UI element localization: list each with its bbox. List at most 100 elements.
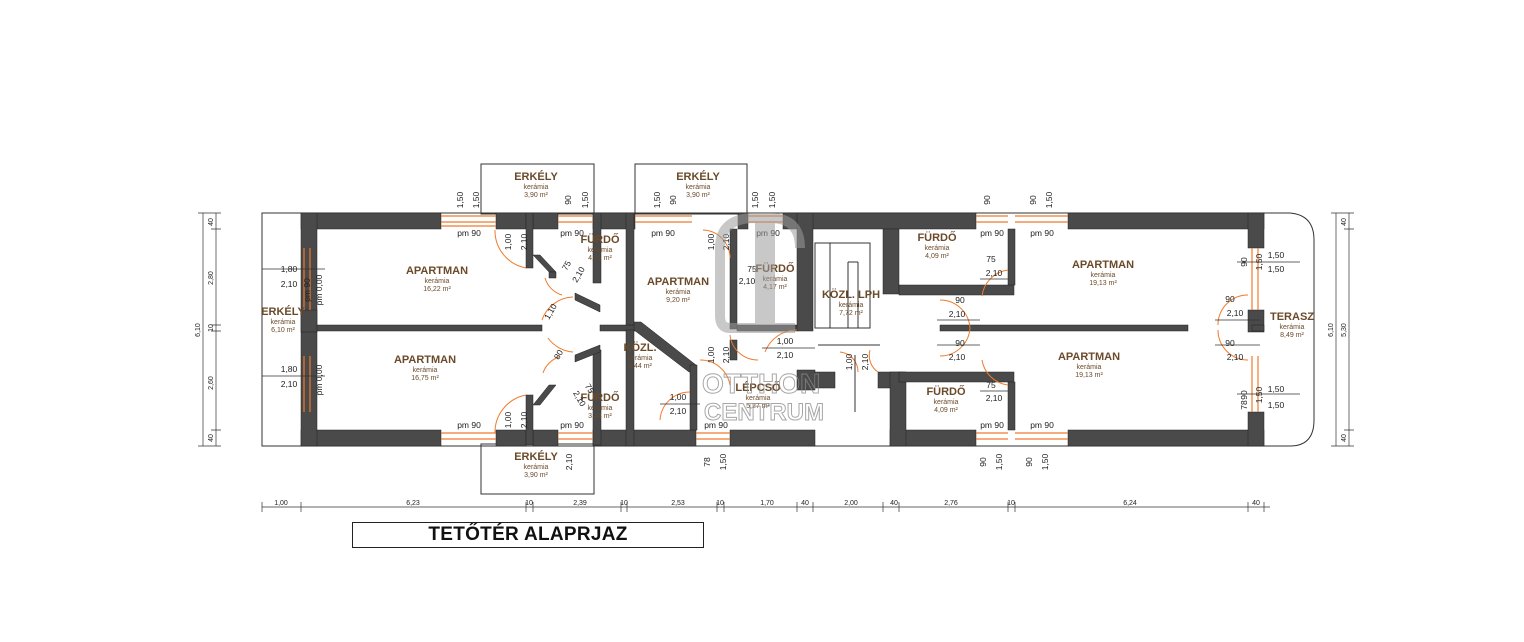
measure-label: 1,00 [503, 233, 513, 250]
dimension-lines [198, 212, 1354, 512]
room-name: FÜRDŐ [755, 262, 795, 275]
room-area: 7,72 m² [839, 310, 863, 317]
room-area: 3,90 m² [524, 192, 548, 199]
measure-label: 2,10 [670, 406, 687, 416]
dimension-right-total: 6,10 [1328, 323, 1335, 337]
measure-label: 2,10 [986, 393, 1003, 403]
room-area: 16,22 m² [423, 286, 451, 293]
measure-label: 90 [1239, 257, 1249, 267]
measure-label: 1,50 [718, 453, 728, 470]
building-outline [261, 212, 1315, 447]
measure-label: 90 [1225, 294, 1235, 304]
room-area: 3,90 m² [686, 192, 710, 199]
room-floor: kerámia [425, 278, 450, 285]
dimension-right: 5,30 [1341, 323, 1348, 337]
dimension-bottom: 2,53 [671, 500, 685, 507]
measure-label: pm 0,00 [314, 364, 324, 395]
room-name: FÜRDŐ [580, 391, 620, 404]
room-area: 5,27 m² [746, 403, 770, 410]
dimension-left-total: 6,10 [195, 323, 202, 337]
measure-label: 90 [1024, 457, 1034, 467]
measure-label: pm 90 [651, 228, 675, 238]
measure-label: pm 90 [457, 420, 481, 430]
measure-label: pm 90 [560, 228, 584, 238]
room-area: 4,44 m² [628, 363, 652, 370]
measure-label: 1,50 [1254, 253, 1264, 270]
room-area: 4,01 m² [588, 255, 612, 262]
dimension-left: 40 [208, 218, 215, 226]
room-floor: kerámia [934, 399, 959, 406]
measure-label: 90 [955, 338, 965, 348]
room-name: ERKÉLY [514, 170, 558, 183]
measure-label: pm 90 [1030, 420, 1054, 430]
room-floor: kerámia [413, 367, 438, 374]
room-floor: kerámia [524, 184, 549, 191]
measure-label: pm 90 [560, 420, 584, 430]
measure-label: 90 [955, 295, 965, 305]
room-name: FÜRDŐ [926, 385, 966, 398]
measure-label: 1,00 [844, 353, 854, 370]
room-area: 4,09 m² [925, 253, 949, 260]
measure-label: 2,10 [1227, 352, 1244, 362]
measure-label: 1,50 [767, 191, 777, 208]
measure-label: 2,10 [739, 276, 756, 286]
measure-label: 1,50 [1268, 250, 1285, 260]
measure-label: 75 [986, 254, 996, 264]
room-floor: kerámia [839, 302, 864, 309]
measure-label: 1,50 [455, 191, 465, 208]
dimension-bottom: 10 [525, 500, 533, 507]
dimension-bottom: 40 [801, 500, 809, 507]
measure-label: 2,10 [564, 453, 574, 470]
measure-label: 1,00 [670, 392, 687, 402]
room-floor: kerámia [925, 245, 950, 252]
dimension-bottom: 2,76 [944, 500, 958, 507]
room-floor: kerámia [746, 395, 771, 402]
measure-label: pm 90 [704, 420, 728, 430]
measure-label: 1,50 [1268, 384, 1285, 394]
room-floor: kerámia [1280, 324, 1305, 331]
measure-label: 78 [702, 457, 712, 467]
room-area: 8,49 m² [1280, 332, 1304, 339]
room-name: TERASZ [1270, 311, 1314, 323]
dimension-left: 2,60 [208, 376, 215, 390]
measure-label: 90 [1239, 390, 1249, 400]
measure-label: pm 90 [980, 420, 1004, 430]
measure-label: 90 [1225, 338, 1235, 348]
measure-label: 90 [668, 195, 678, 205]
measure-label: 1,50 [1268, 400, 1285, 410]
room-area: 9,20 m² [666, 297, 690, 304]
measure-label: pm 90 [1030, 228, 1054, 238]
dimension-left: 10 [208, 324, 215, 332]
measure-label: 1,00 [777, 336, 794, 346]
measure-label: 1,50 [1268, 264, 1285, 274]
measure-label: 90 [563, 195, 573, 205]
measure-label: 1,00 [706, 233, 716, 250]
measure-label: 2,10 [777, 350, 794, 360]
measure-label: 78 [1239, 400, 1249, 410]
room-name: FÜRDŐ [917, 231, 957, 244]
stair [814, 242, 880, 412]
room-name: APARTMAN [394, 354, 456, 366]
dimension-right: 40 [1341, 218, 1348, 226]
dimension-bottom: 2,00 [844, 500, 858, 507]
measure-label: 75 [747, 264, 757, 274]
measure-label: 1,50 [652, 191, 662, 208]
measure-label: 1,00 [503, 411, 513, 428]
measure-label: 1,50 [1040, 453, 1050, 470]
room-area: 4,17 m² [763, 284, 787, 291]
dimension-bottom: 10 [1007, 500, 1015, 507]
room-name: APARTMAN [1072, 259, 1134, 271]
measure-label: 2,10 [519, 233, 529, 250]
room-floor: kerámia [628, 355, 653, 362]
measure-label: 2,10 [860, 353, 870, 370]
measure-label: 1,50 [471, 191, 481, 208]
room-floor: kerámia [588, 405, 613, 412]
dimension-left: 2,80 [208, 271, 215, 285]
dimension-left: 40 [208, 434, 215, 442]
measure-label: 90 [1028, 195, 1038, 205]
dimension-bottom: 40 [1252, 500, 1260, 507]
walls [300, 212, 1265, 447]
measure-label: pm 0,00 [314, 274, 324, 305]
measure-label: 1,50 [750, 191, 760, 208]
